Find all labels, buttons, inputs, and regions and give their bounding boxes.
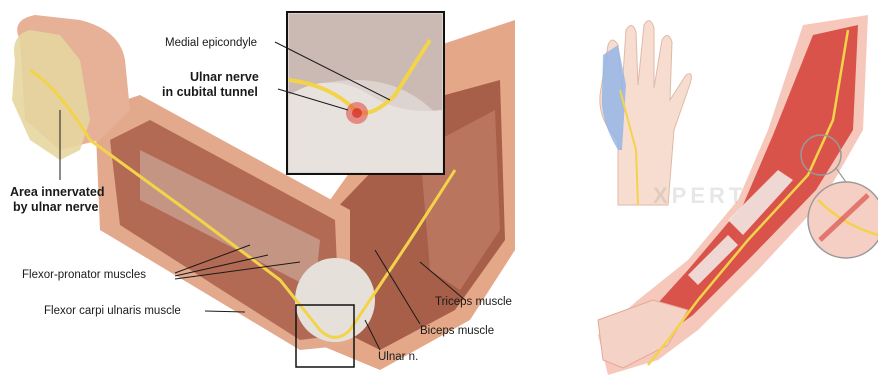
biceps-label: Biceps muscle [420, 324, 494, 338]
ulnar-nerve-label-line1: Ulnar nerve [190, 70, 259, 84]
ulnar-n-label: Ulnar n. [378, 350, 418, 364]
ulnar-nerve-label-line2: in cubital tunnel [162, 85, 258, 99]
area-innervated-label-line2: by ulnar nerve [13, 200, 98, 214]
elbow-tendon [295, 258, 375, 342]
flexor-pronator-label: Flexor-pronator muscles [22, 268, 146, 282]
medial-epicondyle-label: Medial epicondyle [165, 36, 257, 50]
area-innervated-label-line1: Area innervated [10, 185, 104, 199]
flexor-carpi-label: Flexor carpi ulnaris muscle [44, 304, 181, 318]
watermark: XPERT [653, 183, 746, 209]
triceps-label: Triceps muscle [435, 295, 512, 309]
hand-bones [598, 300, 688, 368]
